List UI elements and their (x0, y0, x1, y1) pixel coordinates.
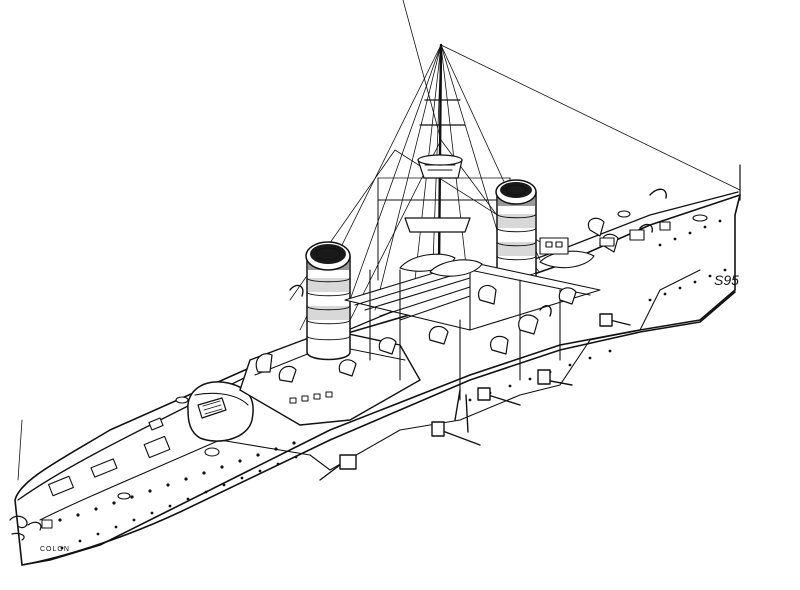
forward-funnel (305, 241, 351, 361)
artist-signature: S95 (714, 272, 739, 288)
forward-turret (187, 381, 254, 442)
secondary-guns (289, 188, 667, 481)
portholes (58, 219, 727, 550)
boat-deck (344, 237, 601, 401)
svg-text:S95: S95 (714, 272, 739, 288)
bow-name: COLON (40, 546, 70, 553)
forward-superstructure (239, 329, 421, 426)
svg-text:COLON: COLON (40, 546, 70, 553)
quarterdeck-fittings (599, 210, 708, 247)
